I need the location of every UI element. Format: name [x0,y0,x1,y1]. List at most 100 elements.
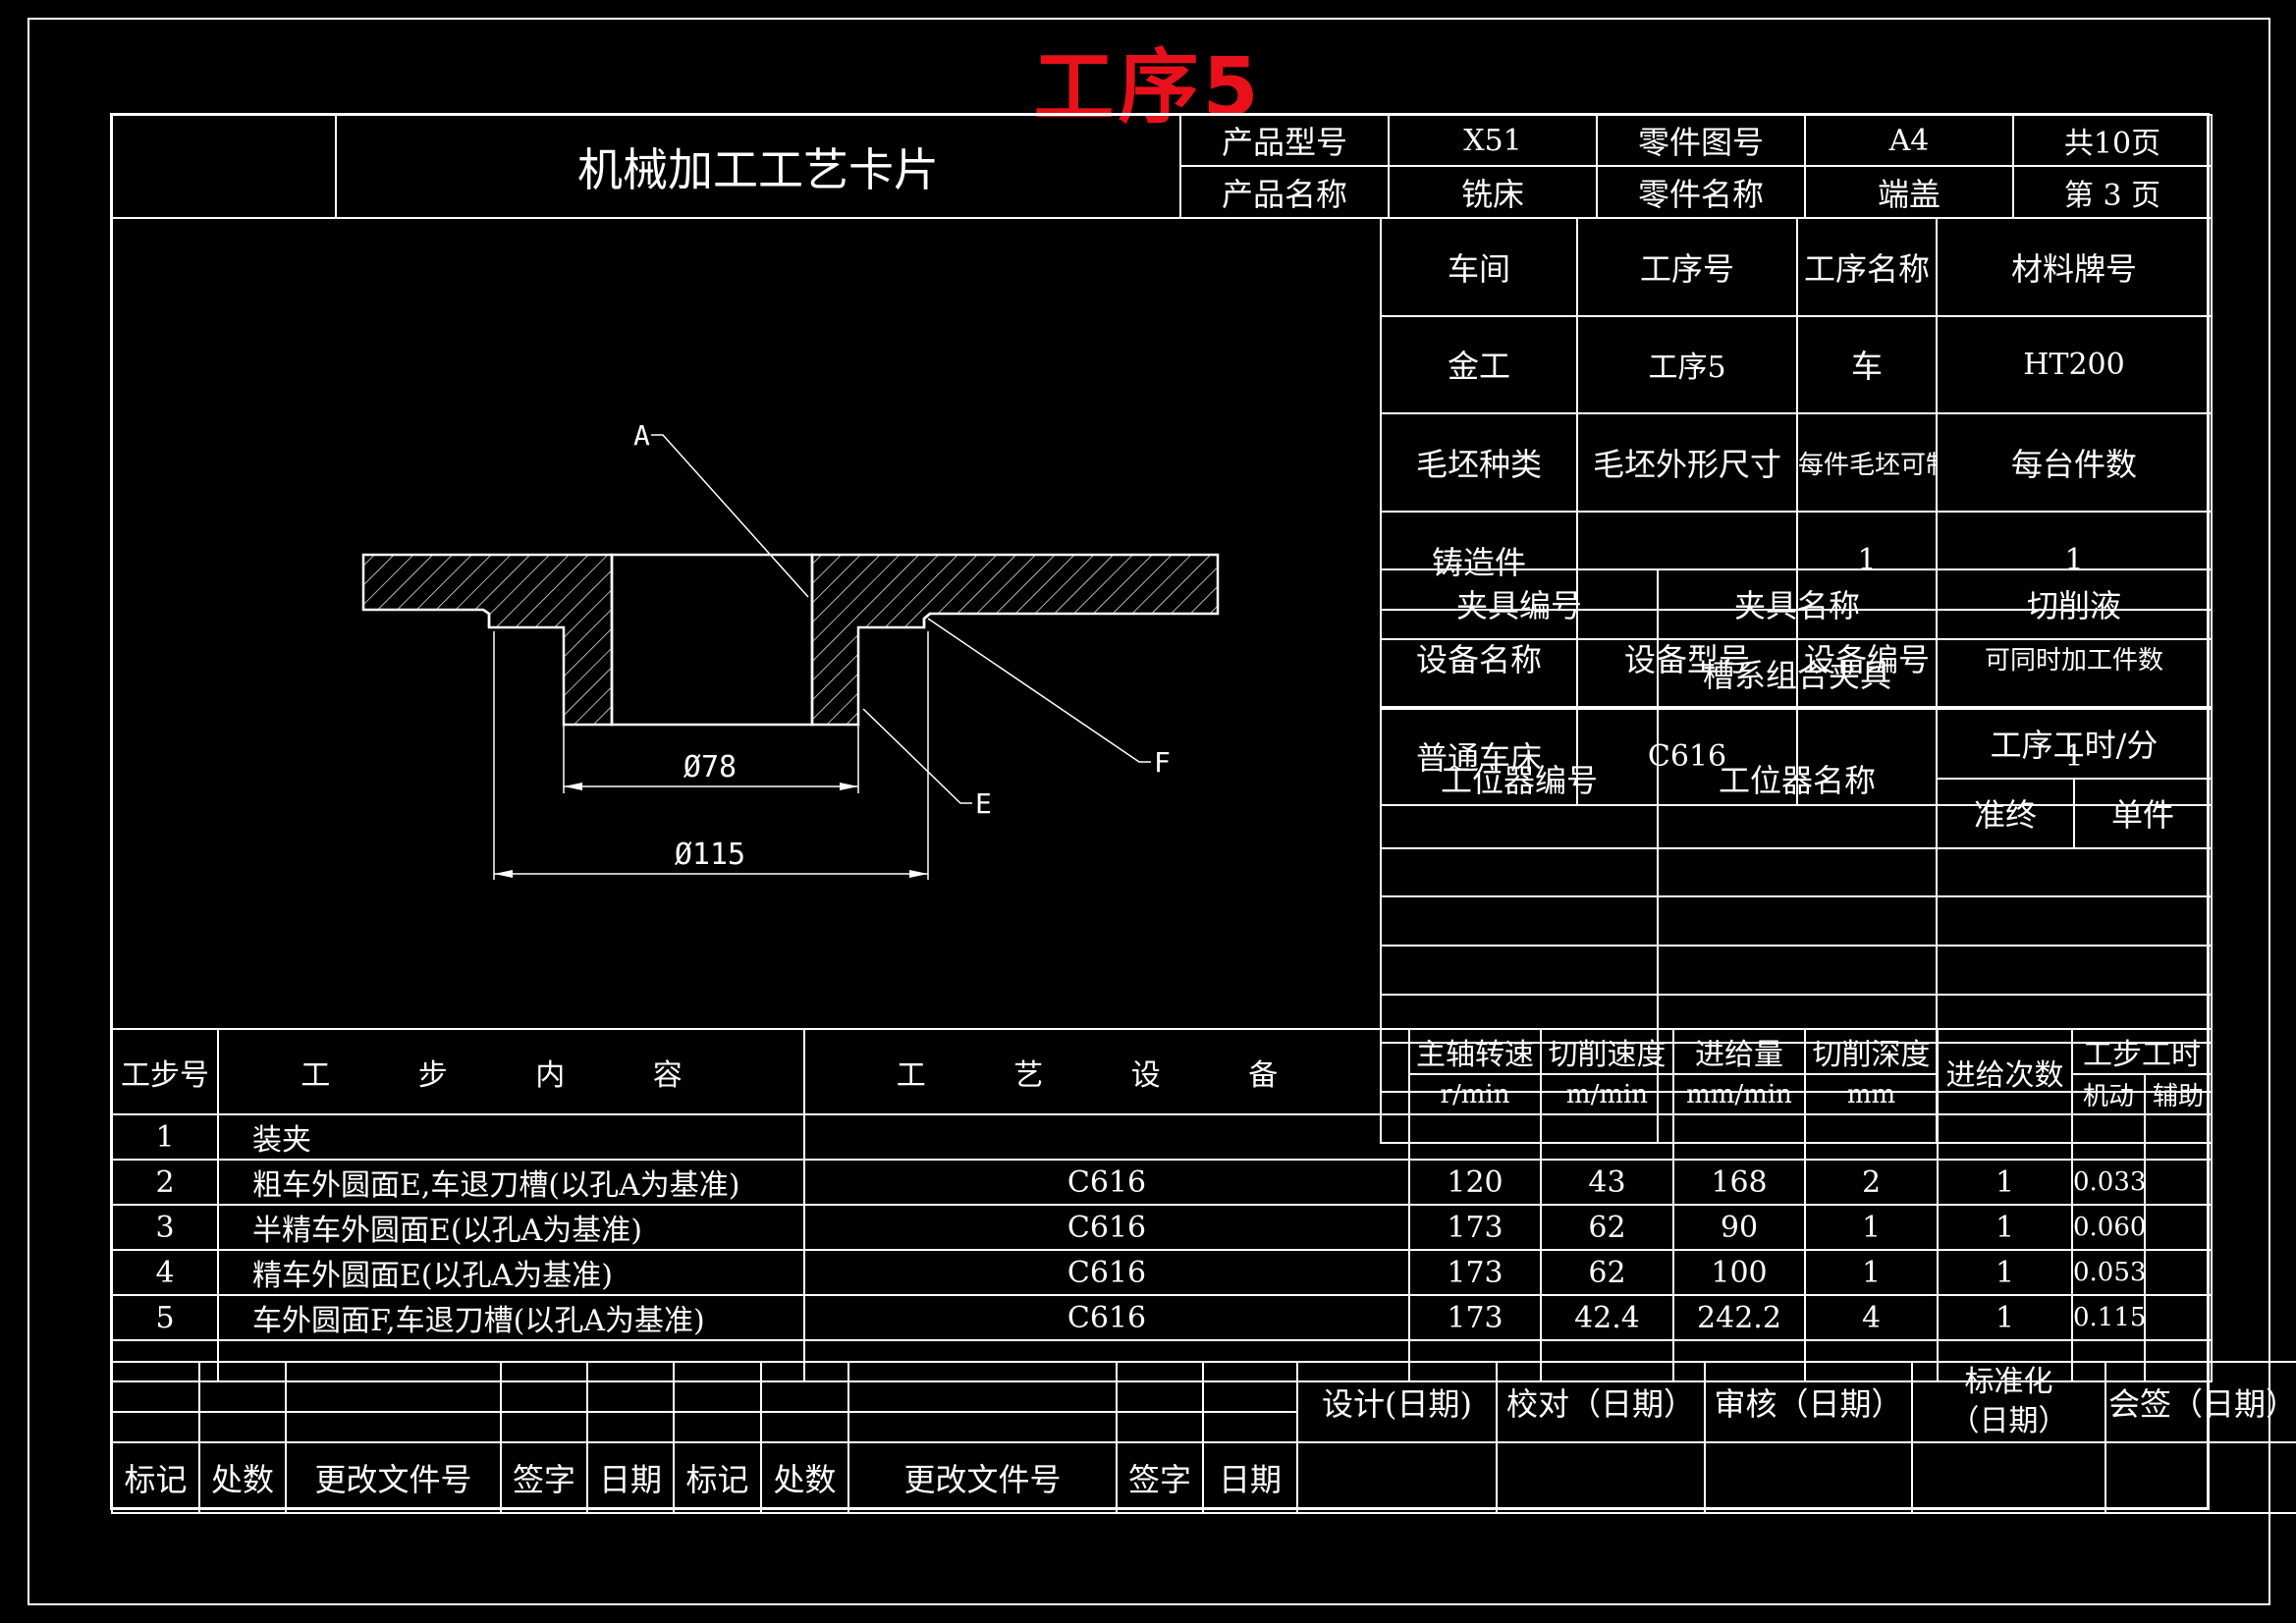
step-equipment [803,1113,1410,1161]
part-drawing: Ø78 Ø115 A E F [361,419,1220,880]
step-feed: 100 [1672,1249,1806,1296]
step-cut-speed: 62 [1540,1249,1674,1296]
step-aux-time [2144,1294,2213,1341]
rev-cell [847,1360,1118,1414]
step-feed: 168 [1672,1159,1806,1206]
part-name-value: 端盖 [1804,165,2014,219]
col-passes: 进给次数 [1937,1028,2073,1115]
blank-cell [1935,895,2214,947]
prep-time-label: 准终 [1936,777,2075,849]
fixture-no-label: 夹具编号 [1380,568,1659,640]
step-passes: 1 [1937,1204,2073,1251]
unit-spindle: r/min [1408,1073,1542,1115]
station-name-label: 工位器名称 [1657,707,1938,849]
blank-cell [1380,846,1659,898]
step-aux-time [2144,1249,2213,1296]
date-label: 日期 [1202,1441,1298,1514]
step-aux-time [2144,1159,2213,1206]
change-doc-label: 更改文件号 [847,1441,1118,1514]
workshop-value: 金工 [1380,314,1578,415]
product-model-value: X51 [1388,114,1598,167]
sign-cell [1496,1441,1706,1514]
product-model-label: 产品型号 [1179,114,1390,167]
step-spindle [1408,1113,1542,1161]
material-value: HT200 [1936,314,2214,415]
table-row: 4 精车外圆面E(以孔A为基准) C616 173 62 100 1 1 0.0… [111,1249,2213,1296]
label-a: A [633,419,650,452]
steps-table: 工步号 工 步 内 容 工 艺 设 备 主轴转速 切削速度 进给量 切削深度 进… [111,1028,2213,1382]
table-row: 5 车外圆面F,车退刀槽(以孔A为基准) C616 173 42.4 242.2… [111,1294,2213,1341]
step-content: 精车外圆面E(以孔A为基准) [217,1249,805,1296]
unit-feed: mm/min [1672,1073,1806,1115]
rev-cell [586,1411,675,1443]
step-machine-time: 0.033 [2071,1159,2146,1206]
sign-cell [1296,1441,1498,1514]
rev-cell [285,1411,502,1443]
bore-outline [610,553,814,727]
label-f: F [1154,746,1171,779]
step-feed: 242.2 [1672,1294,1806,1341]
step-equipment: C616 [803,1294,1410,1341]
rev-cell [586,1360,675,1414]
step-passes: 1 [1937,1249,2073,1296]
outer-frame [27,18,2270,1605]
sign-cell [1911,1441,2106,1514]
step-aux-time [2144,1113,2213,1161]
step-feed [1672,1113,1806,1161]
fixture-name-label: 夹具名称 [1657,568,1938,640]
step-cut-speed: 42.4 [1540,1294,1674,1341]
blank-cell [1380,944,1659,996]
step-content: 装夹 [217,1113,805,1161]
blank-cell [1935,944,2214,996]
count-label: 处数 [760,1441,849,1514]
col-spindle: 主轴转速 [1408,1028,1542,1075]
step-passes: 1 [1937,1294,2073,1341]
rev-cell [111,1411,200,1443]
blank-size-label: 毛坯外形尺寸 [1575,412,1799,513]
coolant-label: 切削液 [1935,568,2214,640]
unit-depth: mm [1804,1073,1939,1115]
step-spindle: 173 [1408,1204,1542,1251]
step-content: 粗车外圆面E,车退刀槽(以孔A为基准) [217,1159,805,1206]
table-row: 1 装夹 [111,1113,2213,1161]
rev-cell [673,1360,762,1414]
product-name-label: 产品名称 [1179,165,1390,219]
footer-table: 设计(日期) 校对（日期） 审核（日期） 标准化 （日期） 会签（日期） 标记 … [111,1360,2296,1514]
rev-cell [500,1360,588,1414]
col-aux-time: 辅助 [2144,1073,2213,1115]
step-depth: 2 [1804,1159,1939,1206]
table-row: 2 粗车外圆面E,车退刀槽(以孔A为基准) C616 120 43 168 2 … [111,1159,2213,1206]
op-no-label: 工序号 [1575,217,1799,317]
step-spindle: 173 [1408,1294,1542,1341]
step-no: 1 [111,1113,219,1161]
step-no: 5 [111,1294,219,1341]
table-row: 3 半精车外圆面E(以孔A为基准) C616 173 62 90 1 1 0.0… [111,1204,2213,1251]
product-name-value: 铣床 [1388,165,1598,219]
unit-time-label: 单件 [2072,777,2214,849]
col-depth: 切削深度 [1804,1028,1939,1075]
blank-cell [1935,846,2214,898]
step-machine-time: 0.115 [2071,1294,2146,1341]
step-feed: 90 [1672,1204,1806,1251]
sign-label: 签字 [1116,1441,1204,1514]
col-content: 工 步 内 容 [217,1028,805,1115]
process-card: 机械加工工艺卡片 产品型号 X51 零件图号 A4 共10页 产品名称 铣床 零… [110,113,2296,1514]
header-blank-cell [111,114,337,219]
page-number: 第 3 页 [2012,165,2213,219]
rev-cell [760,1411,849,1443]
step-equipment: C616 [803,1204,1410,1251]
step-no: 4 [111,1249,219,1296]
rev-cell [673,1411,762,1443]
part-drawing-value: A4 [1804,114,2014,167]
review-date-label: 审核（日期） [1704,1361,1913,1443]
step-cut-speed [1540,1113,1674,1161]
rev-cell [285,1360,502,1414]
blank-type-label: 毛坯种类 [1380,412,1578,513]
op-name-value: 车 [1796,314,1939,415]
col-cut-speed: 切削速度 [1540,1028,1674,1075]
step-spindle: 173 [1408,1249,1542,1296]
col-step-no: 工步号 [111,1028,219,1115]
step-aux-time [2144,1204,2213,1251]
step-passes: 1 [1937,1159,2073,1206]
col-equipment: 工 艺 设 备 [803,1028,1410,1115]
